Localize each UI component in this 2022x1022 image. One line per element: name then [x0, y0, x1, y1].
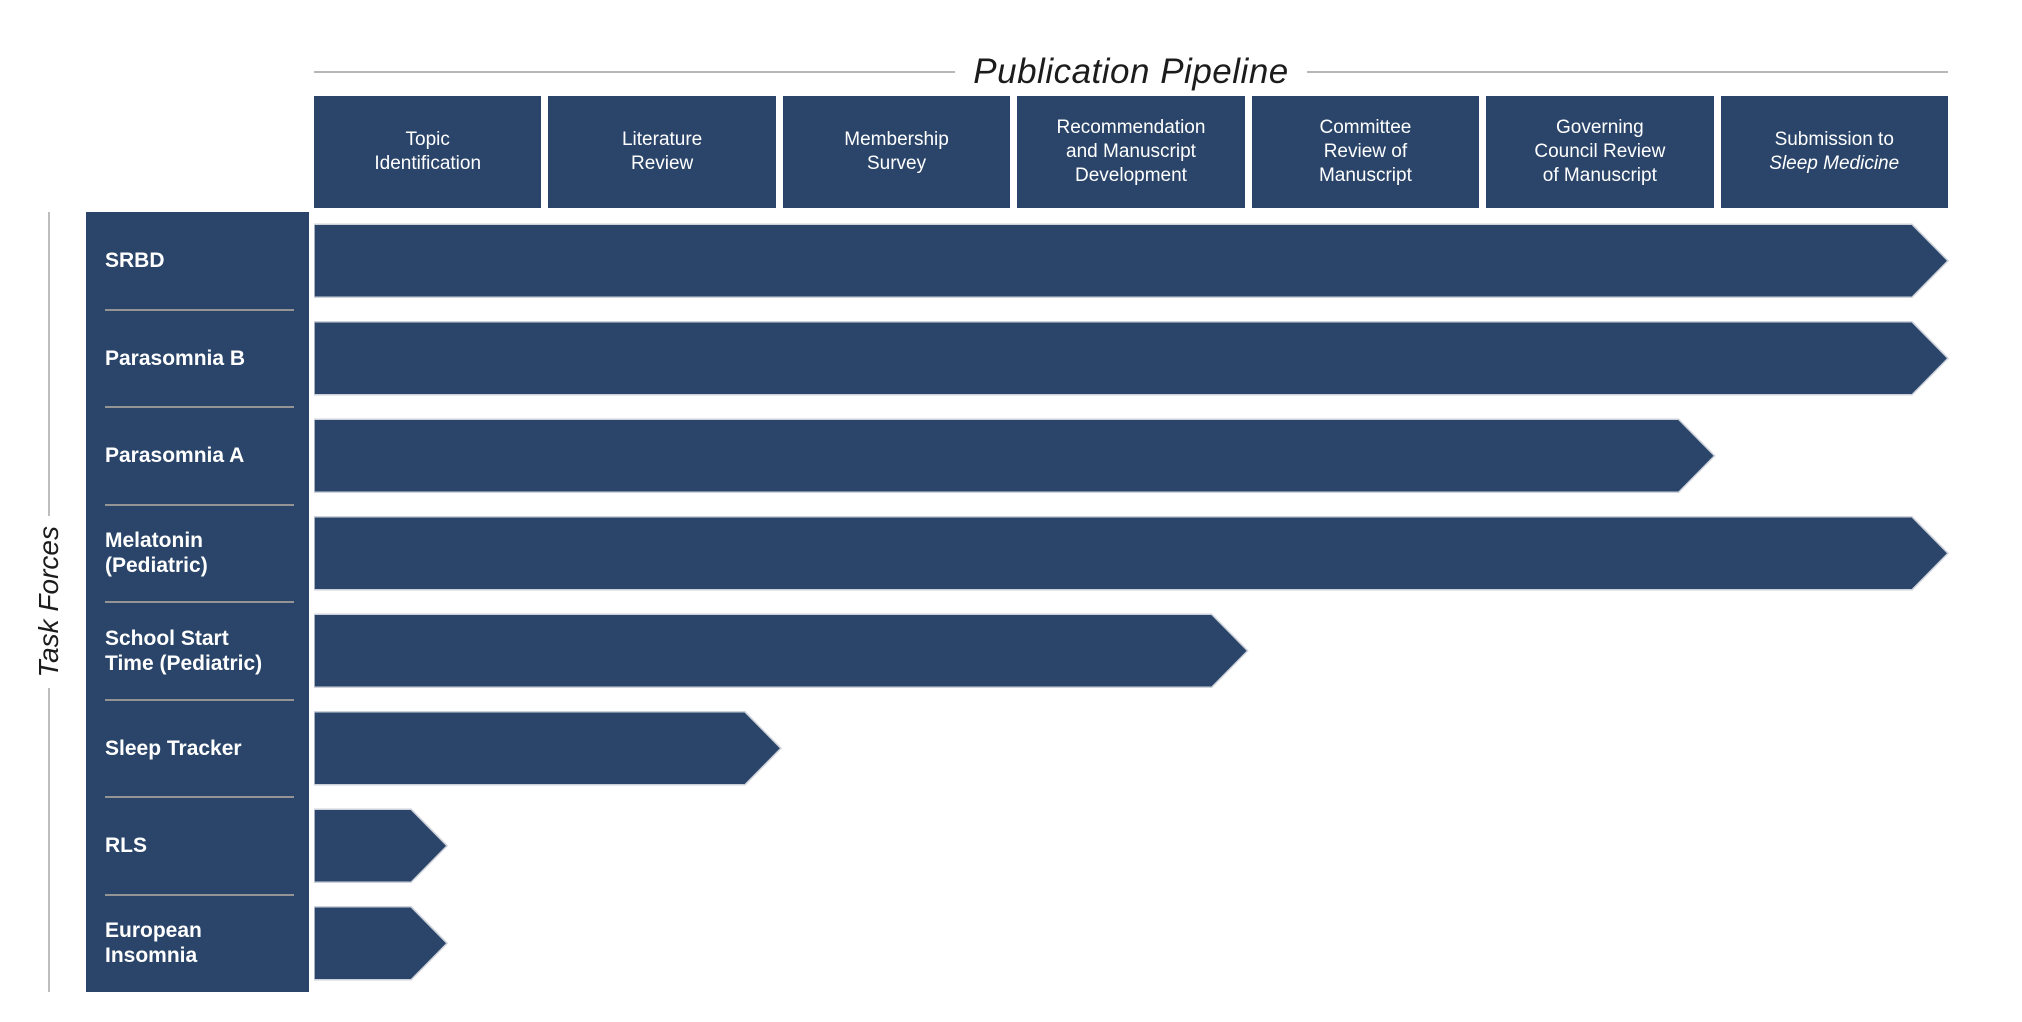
stage-header-line: Governing — [1555, 117, 1644, 139]
stage-header-line: Council Review — [1534, 141, 1666, 163]
task-force-label: School Start — [105, 626, 229, 650]
progress-bar — [314, 906, 449, 981]
row-separator — [105, 893, 294, 896]
stage-header-line: Topic — [405, 129, 450, 151]
task-force-label: European — [105, 919, 202, 943]
progress-bar — [314, 516, 1950, 591]
progress-bar — [314, 613, 1249, 689]
stage-header-line: Membership — [844, 129, 949, 151]
stage-header-line: Submission to — [1774, 129, 1894, 151]
stage-header-line: Review of — [1323, 141, 1408, 163]
task-force-row: Parasomnia A — [86, 407, 309, 506]
stage-header-line: Development — [1075, 164, 1187, 186]
title-row: Publication Pipeline — [314, 46, 1949, 98]
axis-line-top — [48, 212, 50, 517]
task-force-row: Parasomnia B — [86, 310, 309, 408]
task-force-label: Insomnia — [105, 944, 198, 968]
task-force-label: Melatonin — [105, 529, 203, 553]
row-separator — [105, 308, 294, 311]
bars-canvas — [314, 223, 1950, 981]
task-force-label: Parasomnia A — [105, 444, 245, 468]
row-separator — [105, 406, 294, 408]
task-forces-axis-label: Task Forces — [33, 526, 64, 678]
row-separator — [105, 601, 294, 603]
stage-header-line: Recommendation — [1056, 117, 1206, 139]
task-force-label: (Pediatric) — [105, 554, 208, 578]
stage-header-line: and Manuscript — [1066, 141, 1196, 163]
row-separator — [105, 503, 294, 506]
chart-title: Publication Pipeline — [973, 52, 1289, 91]
progress-bar — [314, 321, 1950, 396]
progress-bar — [314, 418, 1716, 494]
task-forces-axis: Task Forces — [33, 212, 64, 992]
task-forces-sidebar: SRBD Parasomnia B Parasomnia A Melatonin(Pe… — [86, 212, 309, 992]
task-force-label: Sleep Tracker — [105, 736, 242, 760]
task-force-row: Sleep Tracker — [86, 700, 309, 798]
task-force-label: Parasomnia B — [105, 346, 246, 370]
stage-header-line: Survey — [866, 153, 927, 174]
task-force-label: RLS — [105, 834, 147, 858]
progress-bar — [314, 711, 782, 786]
task-force-label: Time (Pediatric) — [105, 651, 263, 675]
stage-header-line: of Manuscript — [1542, 164, 1657, 186]
row-separator — [105, 698, 294, 701]
title-rule-right — [1306, 71, 1949, 73]
stage-header-line-italic: Sleep Medicine — [1769, 153, 1900, 174]
task-force-row: RLS — [86, 797, 309, 896]
row-separator — [105, 796, 294, 798]
task-force-label: SRBD — [105, 249, 165, 273]
progress-bar — [314, 223, 1950, 299]
stage-header-line: Manuscript — [1318, 164, 1412, 186]
task-force-row: Melatonin(Pediatric) — [86, 505, 309, 603]
task-force-row: SRBD — [86, 212, 309, 311]
progress-bar — [314, 808, 449, 884]
stage-header-line: Review — [630, 153, 694, 174]
stage-header-line: Identification — [374, 153, 482, 174]
stage-header-line: Literature — [621, 129, 703, 151]
title-rule-left — [314, 71, 956, 73]
stage-header-line: Committee — [1319, 117, 1412, 139]
axis-line-bottom — [48, 687, 50, 992]
